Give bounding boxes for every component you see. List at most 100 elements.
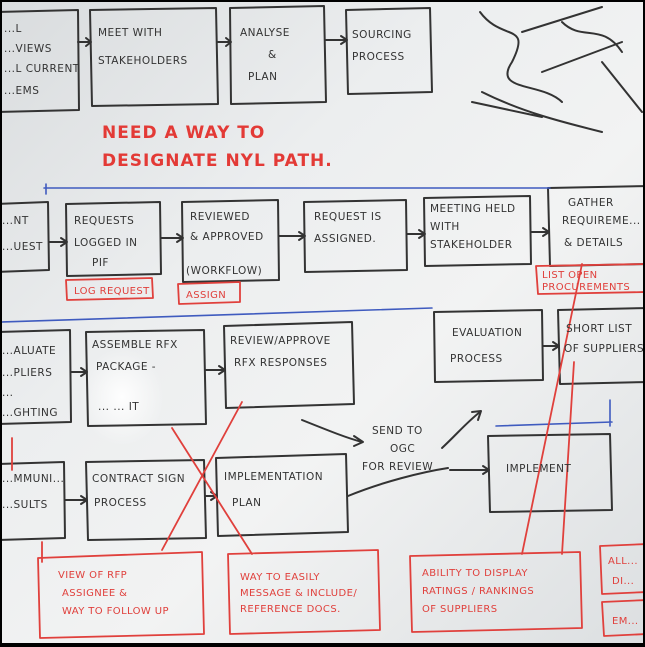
r1-b1-l2: ...VIEWS: [4, 43, 52, 55]
arrow-r1-3: [325, 35, 348, 45]
r3-b5-l2: OF SUPPLIERS: [564, 343, 643, 355]
red-tag-log: [65, 277, 154, 301]
r2-b1-l2: ...UEST: [2, 241, 43, 253]
r4-b2-l2: PROCESS: [94, 497, 147, 509]
box-meet-stakeholders: [89, 7, 219, 107]
r3-b2-l3: ... ... IT: [98, 401, 139, 413]
r4-b3-l1: IMPLEMENTATION: [224, 471, 323, 483]
header-line1: NEED A WAY TO: [102, 123, 265, 143]
note2-l1: WAY TO EASILY: [240, 572, 320, 583]
r1-b1-l3: ...L CURRENT: [4, 63, 80, 75]
arrow-r1-1: [77, 37, 92, 47]
r3-b1-l4: ...GHTING: [2, 407, 58, 419]
r2-b5-l2: WITH: [430, 221, 460, 233]
blue-divider-middle: [2, 307, 433, 323]
blue-line-implement: [495, 399, 613, 427]
r3-b3-l2: RFX RESPONSES: [234, 357, 327, 369]
arrow-r2-1: [48, 237, 68, 247]
red-connector-4: [561, 361, 575, 555]
note1-l1: VIEW OF RFP: [58, 570, 127, 581]
r2-b3-l1: REVIEWED: [190, 211, 250, 223]
arrow-r3-2: [205, 365, 226, 375]
r3-b1-l2: ...PLIERS: [2, 367, 52, 379]
tag-procurements: PROCUREMENTS: [542, 282, 630, 293]
r3-b1-l1: ...ALUATE: [2, 345, 56, 357]
box-row1-reviews: [2, 9, 80, 113]
box-requests-logged: [65, 201, 162, 277]
scribble-drawing: [471, 6, 643, 133]
red-connector-3: [521, 263, 583, 555]
r2-b4-l1: REQUEST IS: [314, 211, 382, 223]
box-evaluation-process: [433, 309, 544, 383]
box-contract-sign: [85, 459, 207, 541]
r4-b1-l1: ...MMUNI...: [2, 473, 64, 485]
note2-l2: MESSAGE & INCLUDE/: [240, 588, 357, 599]
red-note-2: [227, 549, 381, 635]
r3-b1-l3: ...: [2, 387, 14, 399]
r4-b1-l2: ...SULTS: [2, 499, 48, 511]
r1-b3-l3: PLAN: [248, 71, 277, 83]
r1-b3-l2: &: [268, 49, 277, 61]
red-tag-assign: [177, 281, 241, 305]
r1-b4-l2: PROCESS: [352, 51, 405, 63]
r2-b2-l2: LOGGED IN: [74, 237, 138, 249]
box-request-assigned: [303, 199, 408, 273]
box-sourcing-process: [345, 7, 433, 95]
header-line2: DESIGNATE NYL PATH.: [102, 151, 333, 171]
r1-b2-l1: MEET WITH: [98, 27, 162, 39]
r1-b2-l2: STAKEHOLDERS: [98, 55, 188, 67]
r3-b3-l1: REVIEW/APPROVE: [230, 335, 331, 347]
ogc-l1: SEND TO: [372, 425, 423, 437]
blue-divider-top: [43, 183, 551, 195]
note5-l1: EM...: [612, 616, 638, 627]
r2-b2-l1: REQUESTS: [74, 215, 134, 227]
red-note-3: [409, 551, 583, 633]
box-reviewed-approved: [181, 199, 280, 283]
r2-b6-l1: GATHER: [568, 197, 614, 209]
r2-b1-l1: ...NT: [2, 215, 29, 227]
red-note-4: [599, 543, 643, 595]
arrow-to-evaluation: [441, 410, 482, 449]
arrow-r2-5: [530, 227, 550, 237]
r2-b6-l3: & DETAILS: [564, 237, 623, 249]
red-note-1: [37, 551, 205, 639]
r2-b3-l3: (WORKFLOW): [186, 265, 262, 277]
r2-b5-l3: STAKEHOLDER: [430, 239, 513, 251]
note2-l3: REFERENCE DOCS.: [240, 604, 341, 615]
note3-l1: ABILITY TO DISPLAY: [422, 568, 528, 579]
arrow-from-ogc: [449, 465, 490, 475]
box-meeting-held: [423, 195, 532, 267]
arrow-r3-3: [542, 341, 560, 351]
r2-b5-l1: MEETING HELD: [430, 203, 516, 215]
r3-b2-l1: ASSEMBLE RFX: [92, 339, 178, 351]
arrow-r2-3: [278, 231, 306, 241]
r2-b3-l2: & APPROVED: [190, 231, 264, 243]
note4-l1: ALL...: [608, 556, 638, 567]
box-short-list: [557, 307, 643, 385]
r1-b1-l1: ...L: [4, 23, 22, 35]
arrow-r4-1: [64, 495, 88, 505]
arrow-r4-3: [347, 467, 449, 497]
red-connector-2: [171, 427, 253, 555]
arrow-r2-4: [406, 229, 426, 239]
red-note-5: [601, 599, 643, 637]
box-review-approve-rfx: [223, 321, 355, 409]
tag-log-request: LOG REQUEST: [74, 286, 150, 297]
r2-b6-l2: REQUIREME...: [562, 215, 641, 227]
arrow-r1-2: [217, 37, 232, 47]
box-analyse-plan: [229, 5, 327, 105]
r4-b2-l1: CONTRACT SIGN: [92, 473, 185, 485]
box-gather-requirements: [547, 185, 643, 267]
box-evaluate-suppliers: [2, 329, 72, 425]
r2-b2-l3: PIF: [92, 257, 109, 269]
tag-list-open: LIST OPEN: [542, 270, 597, 281]
ogc-l2: OGC: [390, 443, 415, 455]
note1-l2: ASSIGNEE &: [62, 588, 127, 599]
r1-b1-l4: ...EMS: [4, 85, 39, 97]
box-assemble-rfx: [85, 329, 207, 427]
arrow-r3-1: [70, 367, 88, 377]
note3-l3: OF SUPPLIERS: [422, 604, 497, 615]
r1-b3-l1: ANALYSE: [240, 27, 290, 39]
